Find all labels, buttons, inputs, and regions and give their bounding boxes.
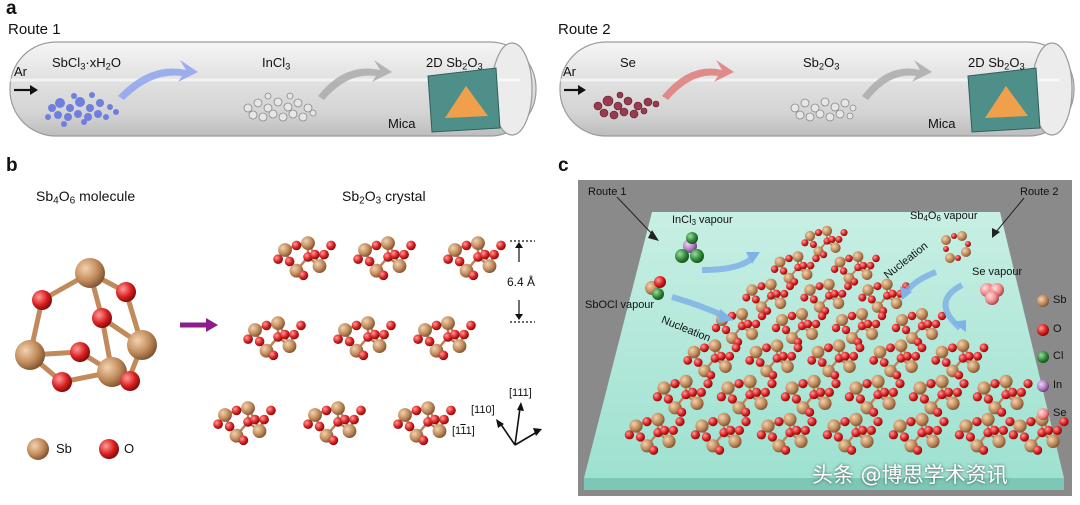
pyramid-unit — [891, 308, 947, 347]
crystal-title: Sb2O3 crystal — [342, 188, 426, 207]
sb4o6-vapour-molecule — [941, 231, 971, 263]
crystal-unit — [353, 236, 416, 281]
pyramid-unit — [652, 374, 713, 417]
pyramid-unit — [716, 374, 777, 417]
panel-c-substrate — [584, 212, 1064, 478]
pyramid-unit — [954, 412, 1015, 455]
route-1-substrate: Mica — [388, 116, 416, 131]
route-2-carrier-gas: Ar — [563, 64, 576, 79]
legend-c-se-label: Se — [1053, 407, 1067, 419]
incl3-molecule — [675, 232, 704, 263]
pyramid-unit — [771, 308, 827, 347]
pyramid-unit — [756, 412, 817, 455]
panel-c-label: c — [558, 155, 569, 176]
pyramid-unit — [801, 225, 848, 259]
pyramid-unit — [770, 251, 820, 286]
pyramid-unit — [807, 339, 865, 380]
legend-b-sb-swatch — [27, 438, 49, 460]
sb4o6-molecule — [15, 258, 157, 392]
panel-b-label: b — [6, 155, 18, 176]
pyramid-unit — [683, 339, 741, 380]
route-1-precursor: SbCl3·xH2O — [52, 55, 121, 72]
sb2o3-particles — [790, 97, 857, 122]
pyramid-unit — [830, 251, 880, 286]
pyramid-unit — [800, 278, 852, 315]
crystal-unit — [333, 316, 396, 361]
sb4o6-vapour-label: Sb4O6 vapour — [910, 210, 978, 223]
molecule-title: Sb4O6 molecule — [36, 188, 136, 207]
legend-b-o-swatch — [99, 439, 119, 459]
direction-110: [110] — [471, 404, 495, 416]
legend-b-sb-label: Sb — [56, 441, 72, 456]
pyramid-unit — [624, 412, 685, 455]
crystal-unit — [303, 401, 366, 446]
pyramid-unit — [869, 339, 927, 380]
layer-spacing-label: 6.4 Å — [507, 275, 536, 289]
direction-111: [111] — [509, 387, 532, 399]
panel-c-route-1: Route 1 — [588, 186, 627, 198]
route-2-precursor: Se — [620, 55, 636, 70]
route-1-carrier-gas: Ar — [14, 64, 27, 79]
pyramid-unit — [690, 412, 751, 455]
legend-c-cl-label: Cl — [1053, 350, 1064, 362]
route-1-product: 2D Sb2O3 — [426, 55, 483, 72]
se-vapour-molecule — [980, 283, 1004, 305]
route-2-title: Route 2 — [558, 21, 611, 38]
direction-1-bar1-1: [111] — [452, 425, 475, 437]
route-2-substrate: Mica — [928, 116, 956, 131]
pyramid-unit — [711, 308, 767, 347]
sbocl-vapour-label: SbOCl vapour — [585, 299, 655, 311]
tube-route-2 — [559, 41, 1075, 137]
pyramid-lattice — [624, 225, 1069, 455]
legend-b-o-label: O — [124, 441, 135, 456]
sbocl-molecule — [645, 276, 666, 300]
legend-c-sb-label: Sb — [1053, 294, 1067, 306]
pyramid-unit — [908, 374, 969, 417]
pyramid-unit — [780, 374, 841, 417]
se-particles — [593, 91, 660, 120]
crystal-unit — [213, 401, 276, 446]
panel-c-route-2: Route 2 — [1020, 186, 1059, 198]
crystal-unit — [393, 401, 456, 446]
pyramid-unit — [844, 374, 905, 417]
pyramid-unit — [972, 374, 1033, 417]
sb2o3-crystal-lattice — [213, 236, 506, 446]
pyramid-unit — [931, 339, 989, 380]
pyramid-unit — [831, 308, 887, 347]
crystal-unit — [273, 236, 336, 281]
sbcl3-particles — [45, 92, 119, 127]
legend-c-o-label: O — [1053, 323, 1062, 335]
route-2-intermediate: Sb2O3 — [803, 55, 840, 72]
pyramid-unit — [742, 278, 794, 315]
pyramid-unit — [858, 278, 910, 315]
legend-c-swatches — [1037, 295, 1049, 420]
panel-a-label: a — [6, 0, 17, 19]
incl3-vapour-label: InCl3 vapour — [672, 214, 733, 227]
route-1-intermediate: InCl3 — [262, 55, 291, 72]
pyramid-unit — [822, 412, 883, 455]
tube-route-1 — [9, 41, 537, 137]
watermark: 头条 @博思学术资讯 — [812, 463, 1008, 487]
route-1-title: Route 1 — [8, 21, 61, 38]
pyramid-unit — [745, 339, 803, 380]
crystal-unit — [443, 236, 506, 281]
direction-axes — [499, 407, 538, 446]
crystal-unit — [243, 316, 306, 361]
route-2-product: 2D Sb2O3 — [968, 55, 1025, 72]
se-vapour-label: Se vapour — [972, 266, 1023, 278]
incl3-particles — [243, 92, 317, 122]
pyramid-unit — [888, 412, 949, 455]
crystal-unit — [413, 316, 476, 361]
legend-c-in-label: In — [1053, 379, 1063, 391]
